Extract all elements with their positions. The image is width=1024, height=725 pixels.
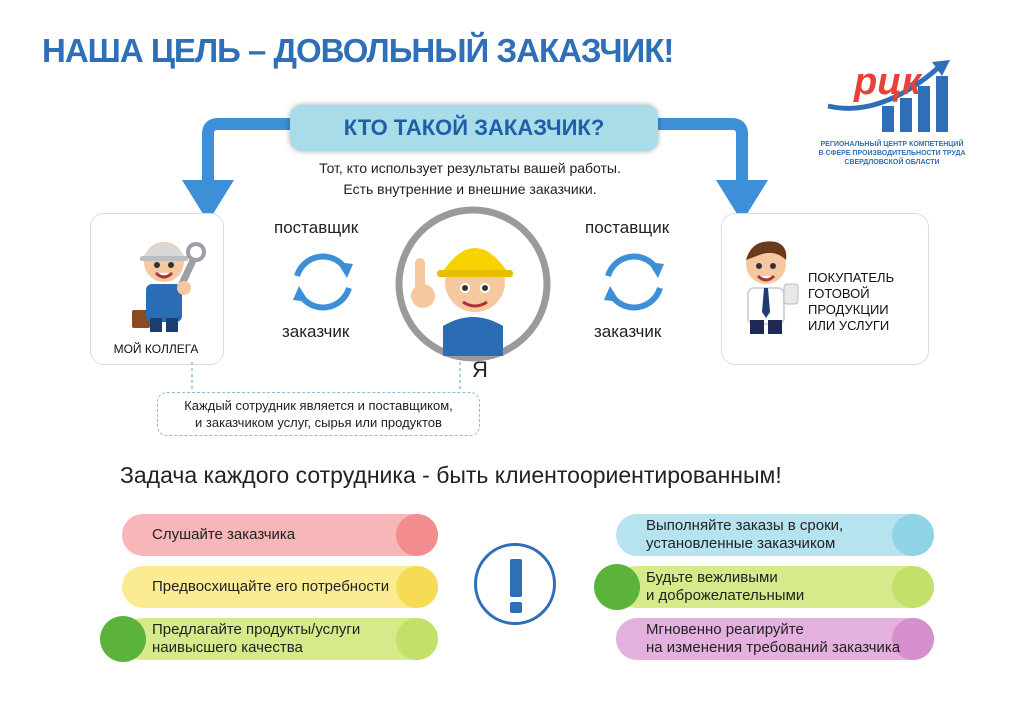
rck-logo: рцк bbox=[820, 48, 970, 138]
exclamation-icon bbox=[474, 543, 556, 625]
me-label: Я bbox=[472, 357, 488, 382]
question-banner: КТО ТАКОЙ ЗАКАЗЧИК? bbox=[290, 105, 658, 151]
task-heading: Задача каждого сотрудника - быть клиенто… bbox=[120, 462, 782, 488]
colleague-label: МОЙ КОЛЛЕГА bbox=[113, 342, 199, 356]
tip-polite: Будьте вежливыми и доброжелательными bbox=[594, 564, 934, 610]
buyer-label-line: ГОТОВОЙ bbox=[808, 286, 870, 301]
tip-text: наивысшего качества bbox=[152, 639, 303, 656]
customer-label-right: заказчик bbox=[594, 322, 662, 341]
info-line: и заказчиком услуг, сырья или продуктов bbox=[195, 415, 442, 430]
tip-listen: Слушайте заказчика bbox=[122, 514, 438, 556]
tip-text: Мгновенно реагируйте bbox=[646, 621, 804, 638]
tip-cap bbox=[396, 514, 438, 556]
tip-text: Предвосхищайте его потребности bbox=[152, 578, 390, 595]
tip-text: Будьте вежливыми bbox=[646, 569, 778, 586]
worker-in-hardhat-icon bbox=[395, 206, 551, 362]
tip-text: Предлагайте продукты/услуги bbox=[152, 621, 361, 638]
buyer-label: ПОКУПАТЕЛЬ ГОТОВОЙ ПРОДУКЦИИ ИЛИ УСЛУГИ bbox=[808, 270, 928, 334]
businessman-icon bbox=[746, 241, 799, 334]
info-line: Каждый сотрудник является и поставщиком, bbox=[184, 398, 453, 413]
tip-text: и доброжелательными bbox=[646, 587, 805, 604]
arrow-right-head bbox=[716, 180, 768, 222]
logo-line: РЕГИОНАЛЬНЫЙ ЦЕНТР КОМПЕТЕНЦИЙ bbox=[820, 141, 964, 148]
arrow-left-icon bbox=[202, 118, 292, 184]
tip-quality: Предлагайте продукты/услуги наивысшего к… bbox=[100, 616, 438, 662]
buyer-label-line: ПОКУПАТЕЛЬ bbox=[808, 270, 895, 285]
tip-deadlines: Выполняйте заказы в сроки, установленные… bbox=[616, 514, 934, 556]
tip-anticipate: Предвосхищайте его потребности bbox=[122, 566, 438, 608]
arrow-connectors bbox=[182, 118, 768, 222]
logo-caption: РЕГИОНАЛЬНЫЙ ЦЕНТР КОМПЕТЕНЦИЙ В СФЕРЕ П… bbox=[812, 140, 972, 167]
tip-text: на изменения требований заказчика bbox=[646, 639, 901, 656]
logo-letters: рцк bbox=[853, 61, 923, 103]
supplier-label-left: поставщик bbox=[274, 218, 359, 237]
logo-line: В СФЕРЕ ПРОИЗВОДИТЕЛЬНОСТИ ТРУДА bbox=[818, 150, 966, 157]
tip-cap bbox=[892, 618, 934, 660]
arrow-left-head bbox=[182, 180, 234, 222]
tip-cap bbox=[892, 514, 934, 556]
info-box: Каждый сотрудник является и поставщиком,… bbox=[157, 392, 480, 436]
supplier-label-right: поставщик bbox=[585, 218, 670, 237]
tip-cap bbox=[396, 618, 438, 660]
tip-text: Слушайте заказчика bbox=[152, 526, 296, 543]
worker-with-wrench-icon bbox=[132, 242, 206, 332]
tip-cap bbox=[892, 566, 934, 608]
arrow-right-icon bbox=[658, 118, 748, 184]
tip-text: установленные заказчиком bbox=[646, 535, 836, 552]
green-dot-icon bbox=[100, 616, 146, 662]
cycle-arrows-right-icon bbox=[604, 253, 664, 311]
green-dot-icon bbox=[594, 564, 640, 610]
cycle-arrows-left-icon bbox=[293, 253, 353, 311]
description-line: Есть внутренние и внешние заказчики. bbox=[343, 181, 597, 197]
buyer-label-line: ПРОДУКЦИИ bbox=[808, 302, 889, 317]
info-connectors bbox=[191, 362, 461, 392]
tip-cap bbox=[396, 566, 438, 608]
description-line: Тот, кто использует результаты вашей раб… bbox=[319, 160, 621, 176]
description: Тот, кто использует результаты вашей раб… bbox=[240, 158, 700, 200]
page-title: НАША ЦЕЛЬ – ДОВОЛЬНЫЙ ЗАКАЗЧИК! bbox=[42, 32, 674, 69]
customer-label-left: заказчик bbox=[282, 322, 350, 341]
tip-react: Мгновенно реагируйте на изменения требов… bbox=[616, 618, 934, 660]
logo-line: СВЕРДЛОВСКОЙ ОБЛАСТИ bbox=[844, 159, 940, 166]
buyer-label-line: ИЛИ УСЛУГИ bbox=[808, 318, 890, 333]
tip-text: Выполняйте заказы в сроки, bbox=[646, 517, 844, 534]
